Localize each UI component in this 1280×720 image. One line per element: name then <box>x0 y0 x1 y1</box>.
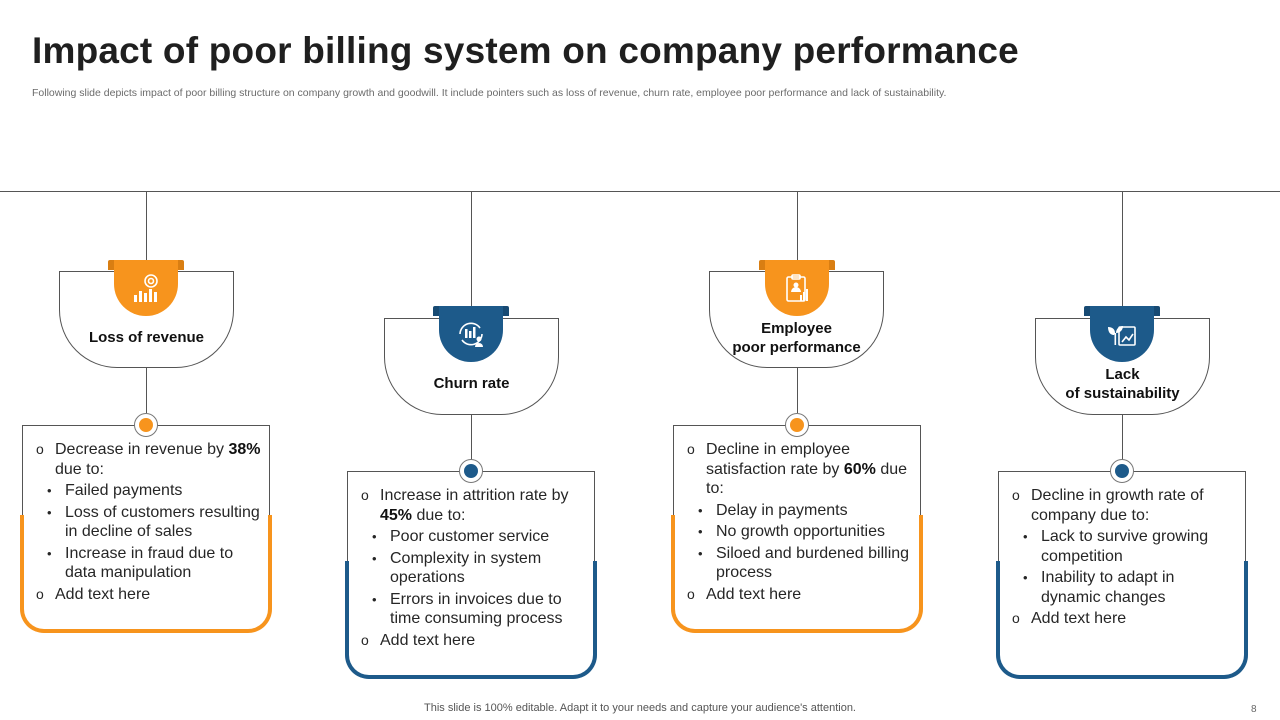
churn-chart-people-icon <box>439 306 503 362</box>
sustainability-plant-chart-icon <box>1090 306 1154 362</box>
bullet-point: Inability to adapt in dynamic changes <box>1011 568 1237 607</box>
label-box-loss-of-revenue: Loss of revenue <box>59 271 234 368</box>
card-loss-of-revenue: Decrease in revenue by 38% due to: Faile… <box>20 425 272 633</box>
label-sustainability-line2: of sustainability <box>1065 385 1180 402</box>
connector-line <box>797 368 798 413</box>
card-accent <box>996 561 1248 679</box>
bullet-point: Failed payments <box>35 481 261 501</box>
card-churn-rate: Increase in attrition rate by 45% due to… <box>345 471 597 679</box>
add-text-placeholder[interactable]: Add text here <box>360 631 586 651</box>
connector-line <box>1122 192 1123 318</box>
card-accent <box>345 561 597 679</box>
card-accent <box>671 515 923 633</box>
label-churn-rate: Churn rate <box>433 375 510 392</box>
label-employee-line2: poor performance <box>732 339 861 356</box>
timeline-dot <box>459 459 483 483</box>
bullet-point: Lack to survive growing competition <box>1011 527 1237 566</box>
connector-line <box>146 368 147 413</box>
add-text-placeholder[interactable]: Add text here <box>35 585 261 605</box>
card-content: Decline in employee satisfaction rate by… <box>686 440 912 606</box>
bullet-point: Errors in invoices due to time consuming… <box>360 590 586 629</box>
bullet-point: Siloed and burdened billing process <box>686 544 912 583</box>
page-title: Impact of poor billing system on company… <box>32 30 1019 71</box>
timeline-dot <box>1110 459 1134 483</box>
bullet-point: Increase in fraud due to data manipulati… <box>35 544 261 583</box>
bullet-point: No growth opportunities <box>686 522 912 542</box>
card-content: Decrease in revenue by 38% due to: Faile… <box>35 440 261 606</box>
bullet-point: Loss of customers resulting in decline o… <box>35 503 261 542</box>
connector-line <box>797 192 798 271</box>
revenue-chart-gear-icon <box>114 260 178 316</box>
timeline-line <box>0 191 1280 192</box>
connector-line <box>146 192 147 271</box>
add-text-placeholder[interactable]: Add text here <box>686 585 912 605</box>
add-text-placeholder[interactable]: Add text here <box>1011 609 1237 629</box>
lead-point: Decline in employee satisfaction rate by… <box>686 440 912 499</box>
lead-point: Decline in growth rate of company due to… <box>1011 486 1237 525</box>
card-employee-poor-performance: Decline in employee satisfaction rate by… <box>671 425 923 633</box>
page-subtitle: Following slide depicts impact of poor b… <box>32 87 947 99</box>
bullet-point: Complexity in system operations <box>360 549 586 588</box>
label-loss-of-revenue: Loss of revenue <box>88 329 205 346</box>
card-content: Increase in attrition rate by 45% due to… <box>360 486 586 652</box>
timeline-dot <box>134 413 158 437</box>
lead-point: Increase in attrition rate by 45% due to… <box>360 486 586 525</box>
label-employee-line1: Employee <box>761 320 832 337</box>
lead-point: Decrease in revenue by 38% due to: <box>35 440 261 479</box>
card-lack-of-sustainability: Decline in growth rate of company due to… <box>996 471 1248 679</box>
connector-line <box>1122 414 1123 460</box>
page-number: 8 <box>1251 704 1257 715</box>
footer-text: This slide is 100% editable. Adapt it to… <box>424 702 856 714</box>
label-sustainability-line1: Lack <box>1105 366 1140 383</box>
bullet-point: Poor customer service <box>360 527 586 547</box>
connector-line <box>471 414 472 460</box>
card-accent <box>20 515 272 633</box>
employee-clipboard-chart-icon <box>765 260 829 316</box>
timeline-dot <box>785 413 809 437</box>
card-content: Decline in growth rate of company due to… <box>1011 486 1237 631</box>
connector-line <box>471 192 472 318</box>
bullet-point: Delay in payments <box>686 501 912 521</box>
